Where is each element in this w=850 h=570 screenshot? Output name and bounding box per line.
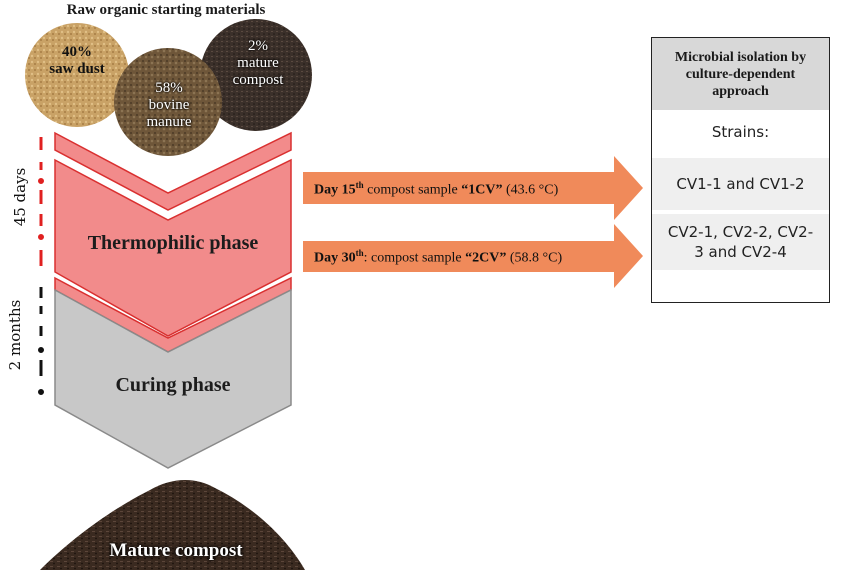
strain-row-2cv: CV2-1, CV2-2, CV2-3 and CV2-4 bbox=[652, 214, 829, 270]
day15-sample-text: Day 15th compost sample “1CV” (43.6 °C) bbox=[314, 180, 558, 199]
day15-desc: compost sample bbox=[363, 182, 462, 198]
day30-sample-text: Day 30th: compost sample “2CV” (58.8 °C) bbox=[314, 248, 562, 267]
thermophilic-chevron-top bbox=[54, 131, 292, 211]
mature-compost-name: mature compost bbox=[232, 55, 284, 88]
mature-compost-circle bbox=[200, 19, 312, 131]
saw-dust-circle bbox=[25, 23, 129, 127]
bovine-manure-circle bbox=[114, 48, 222, 156]
curing-chevron bbox=[54, 288, 292, 469]
thermophilic-chevron-main bbox=[54, 158, 292, 337]
day30-sample-label: “2CV” bbox=[465, 250, 507, 266]
curing-duration-label: 2 months bbox=[6, 299, 24, 371]
strain-row-1cv: CV1-1 and CV1-2 bbox=[652, 158, 829, 210]
mature-compost-percent: 2% bbox=[248, 38, 268, 54]
day30-temp: (58.8 °C) bbox=[506, 250, 563, 266]
bovine-manure-name: bovine manure bbox=[146, 97, 192, 130]
day30-day: Day 30 bbox=[314, 250, 356, 266]
day15-day: Day 15 bbox=[314, 182, 356, 198]
bovine-manure-percent: 58% bbox=[155, 80, 183, 96]
mature-compost-material-label: 2% mature compost bbox=[220, 38, 296, 89]
mature-compost-label: Mature compost bbox=[109, 540, 243, 561]
panel-heading: Microbial isolation by culture-dependent… bbox=[652, 38, 829, 110]
day30-desc: : compost sample bbox=[363, 250, 466, 266]
saw-dust-label: 40% saw dust bbox=[40, 44, 114, 78]
day30-arrow bbox=[303, 224, 643, 288]
day30-sup: th bbox=[355, 248, 364, 258]
thermophilic-phase-label: Thermophilic phase bbox=[87, 232, 259, 254]
thermophilic-duration-label: 45 days bbox=[11, 167, 29, 227]
saw-dust-percent: 40% bbox=[62, 44, 92, 60]
day15-temp: (43.6 °C) bbox=[502, 182, 559, 198]
thermophilic-duration-dashes bbox=[38, 137, 44, 266]
mature-compost-pile bbox=[40, 479, 305, 570]
bovine-manure-label: 58% bovine manure bbox=[130, 80, 208, 131]
day15-sup: th bbox=[355, 180, 364, 190]
strains-subheading: Strains: bbox=[711, 123, 770, 141]
diagram-title: Raw organic starting materials bbox=[66, 2, 266, 18]
day15-sample-label: “1CV” bbox=[461, 182, 503, 198]
day15-arrow bbox=[303, 156, 643, 220]
microbial-isolation-panel: Microbial isolation by culture-dependent… bbox=[651, 37, 830, 303]
saw-dust-name: saw dust bbox=[49, 61, 105, 77]
curing-duration-dashes bbox=[38, 287, 44, 395]
curing-phase-label: Curing phase bbox=[115, 374, 231, 396]
